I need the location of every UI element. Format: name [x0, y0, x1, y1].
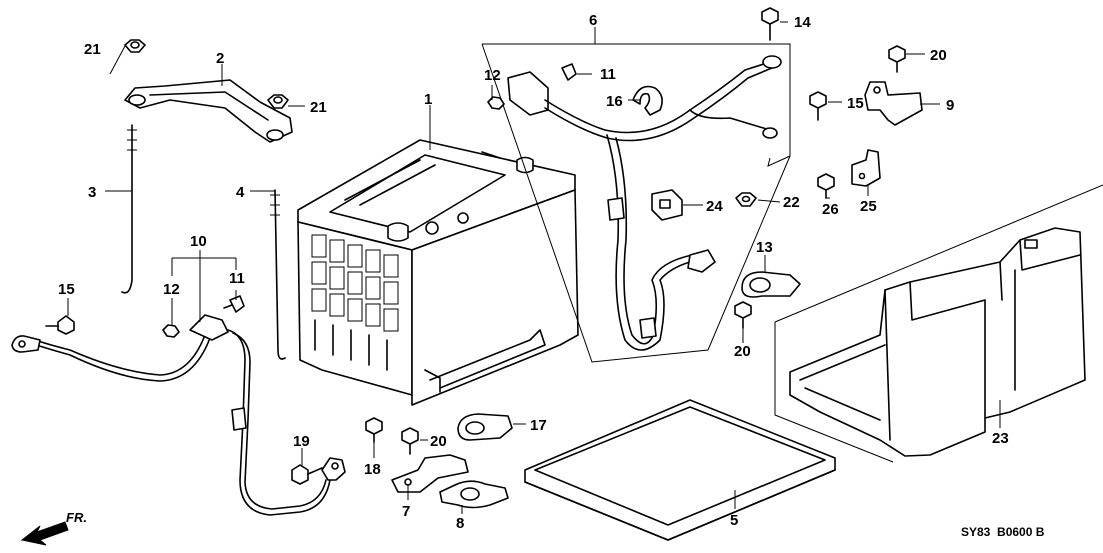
bolt-18 [365, 417, 383, 443]
callout-6: 6 [589, 12, 597, 29]
callout-5: 5 [730, 512, 738, 529]
bolt-15-right [809, 91, 827, 121]
nut-12-left [162, 324, 180, 338]
callout-25: 25 [860, 198, 877, 215]
callout-22: 22 [783, 194, 800, 211]
battery-set-rod-4 [270, 189, 286, 360]
callout-8: 8 [456, 515, 464, 532]
cable-clamp-17 [457, 413, 513, 441]
battery-base-5 [524, 399, 836, 541]
callout-17: 17 [530, 417, 547, 434]
callout-21-right: 21 [310, 99, 327, 116]
bolt-19 [291, 464, 323, 485]
front-label: FR. [66, 510, 87, 525]
nut-12-top [487, 96, 505, 110]
bolt-20-bottom [401, 427, 419, 455]
callout-11-left: 11 [229, 270, 245, 287]
callout-4: 4 [236, 184, 245, 201]
bracket-7 [391, 454, 469, 493]
callout-20-mid: 20 [734, 343, 751, 360]
battery-tray-23 [774, 184, 1103, 463]
bracket-25 [851, 149, 881, 187]
callout-24: 24 [706, 198, 723, 215]
flange-nut-21-right [267, 94, 289, 109]
callout-20-bottom: 20 [430, 433, 447, 450]
callout-14: 14 [794, 14, 811, 31]
bolt-11-top [561, 63, 577, 81]
callout-12-left: 12 [163, 281, 180, 298]
bracket-9 [864, 81, 923, 126]
callout-11-top: 11 [600, 66, 616, 83]
battery-set-rod-3 [121, 124, 137, 294]
callout-2: 2 [216, 50, 224, 67]
callout-3: 3 [88, 184, 96, 201]
callout-9: 9 [946, 97, 954, 114]
callout-labels: 1 2 3 4 5 6 7 8 9 10 11 11 12 12 13 14 1… [58, 12, 1009, 532]
flange-nut-21-top [124, 39, 146, 53]
callout-20-top: 20 [930, 47, 947, 64]
callout-19: 19 [293, 433, 310, 450]
callout-15-right: 15 [847, 95, 864, 112]
clip-24 [651, 189, 683, 221]
battery-hold-down-bar-2 [124, 79, 293, 143]
battery-grid [311, 234, 399, 371]
front-direction-indicator: FR. [20, 510, 87, 546]
callout-23: 23 [992, 430, 1009, 447]
callout-13: 13 [756, 239, 773, 256]
callout-1: 1 [424, 91, 432, 108]
battery-ground-cable-10 [11, 314, 346, 516]
bolt-26 [817, 173, 835, 199]
bolt-20-mid [734, 301, 752, 329]
cable-clip-16 [632, 85, 663, 116]
callout-18: 18 [364, 461, 381, 478]
callout-15-left: 15 [58, 281, 75, 298]
bolt-14 [761, 7, 779, 41]
callout-21-top: 21 [84, 41, 101, 58]
diagram-code: SY83 B0600 B [961, 525, 1045, 539]
bolt-15-left [45, 315, 75, 335]
bolt-20-top [888, 45, 906, 73]
front-arrow-icon [20, 521, 69, 546]
battery-cable-6 [481, 43, 791, 363]
callout-16: 16 [606, 93, 623, 110]
callout-26: 26 [822, 201, 839, 218]
callout-12-top: 12 [484, 67, 501, 84]
bolt-11-left [223, 295, 245, 313]
cable-clamp-13 [741, 271, 801, 298]
callout-10: 10 [190, 233, 207, 250]
callout-7: 7 [402, 503, 410, 520]
cable-clamp-8 [439, 480, 509, 509]
battery-1 [297, 139, 579, 406]
nut-22 [735, 192, 757, 207]
leader-lines [67, 21, 1001, 514]
